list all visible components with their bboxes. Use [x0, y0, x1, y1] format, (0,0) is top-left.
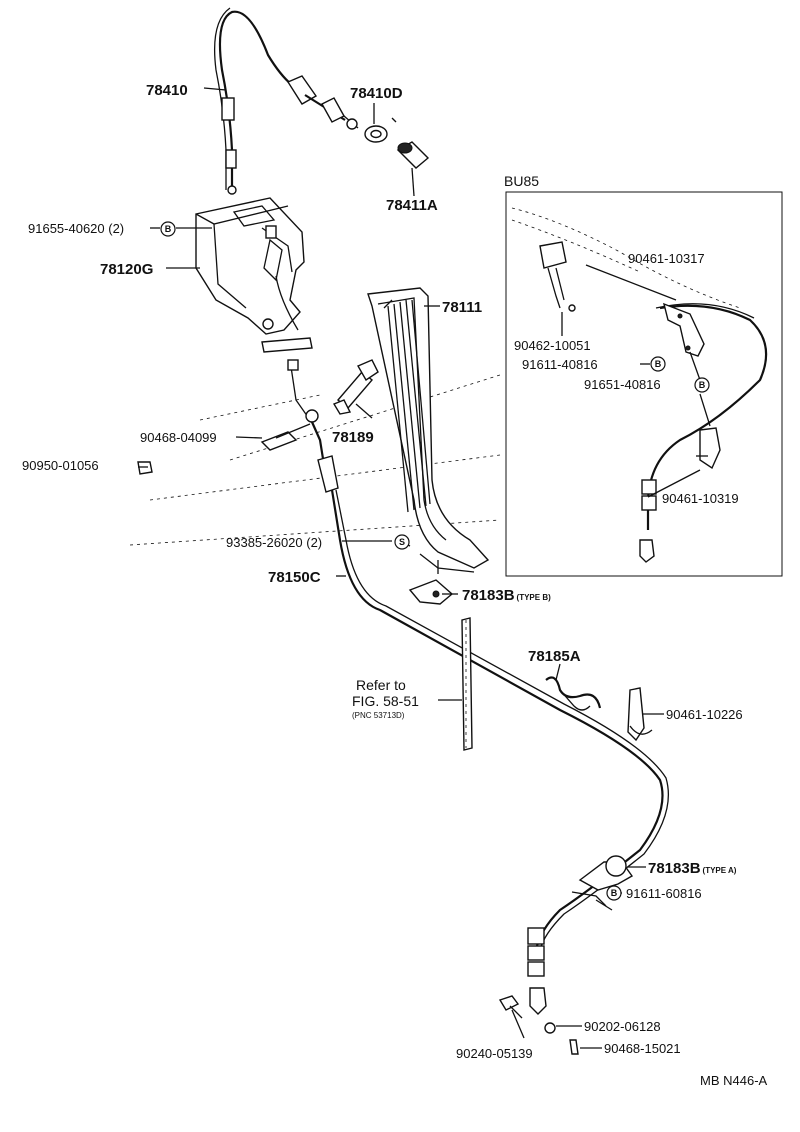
bolt-symbol-b-2: B [606, 885, 622, 901]
label-78410: 78410 [146, 82, 188, 99]
label-78185A: 78185A [528, 648, 581, 665]
clip-78185A [545, 676, 602, 711]
screw-symbol-s: S [394, 534, 410, 550]
accelerator-pedal-78111 [367, 287, 490, 574]
label-90461-10319: 90461-10319 [662, 491, 739, 506]
firewall-bracket-ref [461, 617, 473, 751]
accelerator-cable-78410 [213, 7, 359, 195]
label-90950-01056: 90950-01056 [22, 458, 99, 473]
label-78150C: 78150C [268, 569, 321, 586]
label-91651-40816: 91651-40816 [584, 377, 661, 392]
label-93385-26020: 93385-26020 (2) [226, 535, 322, 550]
label-78189: 78189 [332, 429, 374, 446]
label-78411A: 78411A [386, 197, 438, 214]
svg-text:B: B [699, 380, 706, 390]
stopper-bolt-78189 [332, 359, 379, 415]
refer-line-2: FIG. 58-51 [352, 693, 419, 709]
inset-title-bu85: BU85 [504, 173, 539, 189]
label-90461-10317: 90461-10317 [628, 251, 705, 266]
bolt-symbol-b-3: B [650, 356, 666, 372]
label-91655-40620: 91655-40620 (2) [28, 221, 124, 236]
bracket-90461-10226 [627, 687, 653, 742]
pedal-bracket-78120G [195, 197, 313, 353]
refer-line-1: Refer to [356, 677, 406, 693]
label-90240-05139: 90240-05139 [456, 1046, 533, 1061]
nut-90950-01056 [137, 461, 153, 475]
svg-text:B: B [655, 359, 662, 369]
washer-90202-06128 [544, 1022, 556, 1034]
bolt-symbol-b-4: B [694, 377, 710, 393]
pin-90468-15021 [569, 1039, 579, 1055]
svg-text:S: S [399, 537, 405, 547]
label-90468-04099: 90468-04099 [140, 430, 217, 445]
bolt-symbol-b-1: B [160, 221, 176, 237]
label-78410D: 78410D [350, 85, 403, 102]
figure-code: MB N446-A [700, 1073, 768, 1088]
label-78120G: 78120G [100, 261, 153, 278]
label-78111: 78111 [442, 299, 482, 316]
clip-90468-04099 [260, 423, 311, 451]
washer-78410D [364, 125, 388, 143]
svg-text:B: B [165, 224, 172, 234]
clamp-78183B-type-a [571, 855, 634, 911]
label-78183B-type-a: 78183B(TYPE A) [648, 860, 737, 877]
label-90461-10226: 90461-10226 [666, 707, 743, 722]
grommet-78411A [391, 117, 430, 169]
label-90462-10051: 90462-10051 [514, 338, 591, 353]
svg-text:B: B [611, 888, 618, 898]
clip-78183B-type-b [408, 579, 454, 605]
label-90468-15021: 90468-15021 [604, 1041, 681, 1056]
inset-bu85 [505, 191, 783, 577]
refer-line-3: (PNC 53713D) [352, 711, 405, 720]
label-91611-40816: 91611-40816 [522, 357, 598, 372]
pedal-arm-and-cable-78150C [287, 359, 669, 1015]
label-91611-60816: 91611-60816 [626, 886, 702, 901]
label-78183B-type-b: 78183B(TYPE B) [462, 587, 551, 604]
bolt-90240-05139 [498, 995, 523, 1019]
label-90202-06128: 90202-06128 [584, 1019, 661, 1034]
